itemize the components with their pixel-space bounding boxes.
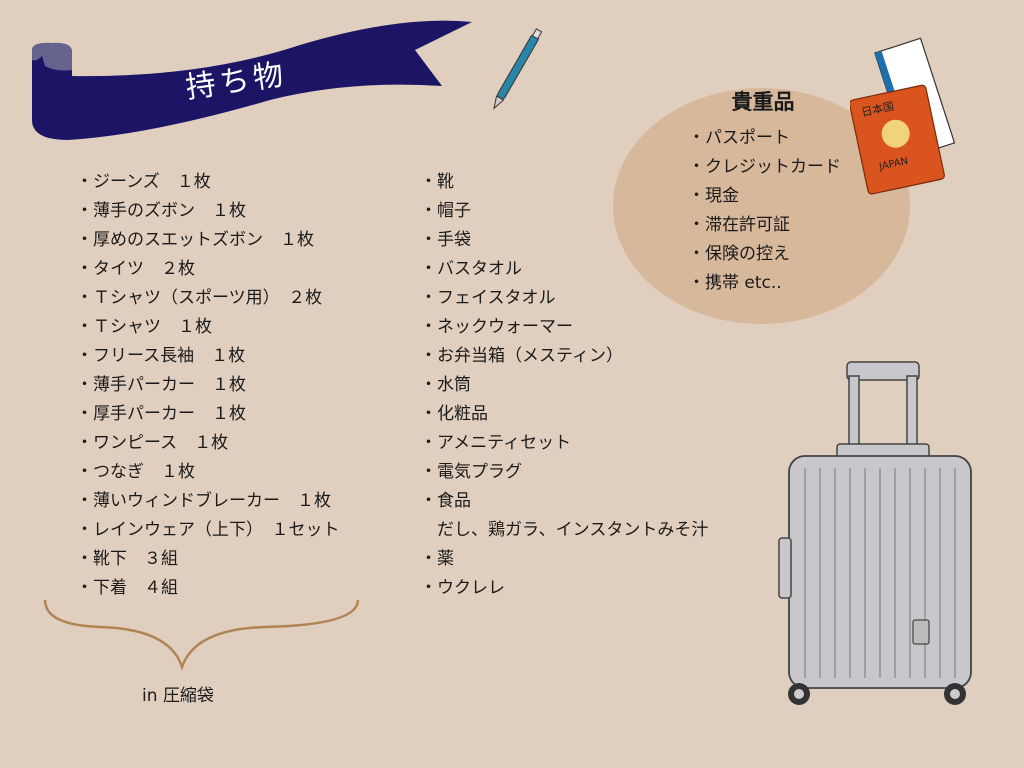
list-item: ・現金 — [688, 186, 739, 206]
list-item: ・携帯 etc.. — [688, 273, 782, 293]
curly-brace — [43, 599, 360, 671]
list-item: ・つなぎ １枚 — [76, 462, 195, 482]
list-item: ・靴下 ３組 — [76, 549, 178, 569]
list-item: ・Ｔシャツ（スポーツ用） ２枚 — [76, 288, 323, 308]
list-item: ・電気プラグ — [420, 462, 522, 482]
list-item: ・化粧品 — [420, 404, 488, 424]
list-item: ・厚めのスエットズボン １枚 — [76, 230, 314, 250]
list-item: だし、鶏ガラ、インスタントみそ汁 — [420, 520, 709, 540]
other-items-list: ・靴 ・帽子 ・手袋 ・バスタオル ・フェイスタオル ・ネックウォーマー ・お弁… — [420, 168, 708, 603]
list-item: ・フェイスタオル — [420, 288, 556, 308]
list-item: ・下着 ４組 — [76, 578, 178, 598]
passport-icon: 日本国 JAPAN — [850, 37, 956, 195]
svg-text:日本国: 日本国 — [860, 99, 895, 120]
list-item: ・パスポート — [688, 128, 790, 148]
list-item: ・薄手パーカー １枚 — [76, 375, 246, 395]
list-item: ・フリース長袖 １枚 — [76, 346, 246, 366]
list-item: ・保険の控え — [688, 244, 790, 264]
list-item: ・薄いウィンドブレーカー １枚 — [76, 491, 331, 511]
list-item: ・クレジットカード — [688, 157, 841, 177]
list-item: ・ジーンズ １枚 — [76, 172, 211, 192]
list-item: ・薬 — [420, 549, 454, 569]
suitcase-icon — [778, 361, 972, 705]
list-item: ・手袋 — [420, 230, 471, 250]
list-item: ・アメニティセット — [420, 433, 572, 453]
list-item: ・タイツ ２枚 — [76, 259, 195, 279]
list-item: ・厚手パーカー １枚 — [76, 404, 246, 424]
clothes-list: ・ジーンズ １枚 ・薄手のズボン １枚 ・厚めのスエットズボン １枚 ・タイツ … — [76, 168, 340, 603]
list-item: ・ウクレレ — [420, 578, 505, 598]
list-item: ・帽子 — [420, 201, 471, 221]
valuables-list: ・パスポート ・クレジットカード ・現金 ・滞在許可証 ・保険の控え ・携帯 e… — [688, 124, 841, 298]
list-item: ・靴 — [420, 172, 454, 192]
list-item: ・お弁当箱（メスティン） — [420, 346, 623, 366]
valuables-title: 貴重品 — [731, 90, 795, 114]
list-item: ・Ｔシャツ １枚 — [76, 317, 212, 337]
list-item: ・ネックウォーマー — [420, 317, 573, 337]
compression-bag-note: in 圧縮袋 — [142, 686, 214, 706]
list-item: ・薄手のズボン １枚 — [76, 201, 246, 221]
title-banner — [32, 20, 472, 141]
list-item: ・水筒 — [420, 375, 471, 395]
list-item: ・滞在許可証 — [688, 215, 790, 235]
list-item: ・バスタオル — [420, 259, 522, 279]
list-item: ・食品 — [420, 491, 471, 511]
pen-icon — [493, 28, 543, 110]
list-item: ・レインウェア（上下） １セット — [76, 520, 340, 540]
list-item: ・ワンピース １枚 — [76, 433, 229, 453]
